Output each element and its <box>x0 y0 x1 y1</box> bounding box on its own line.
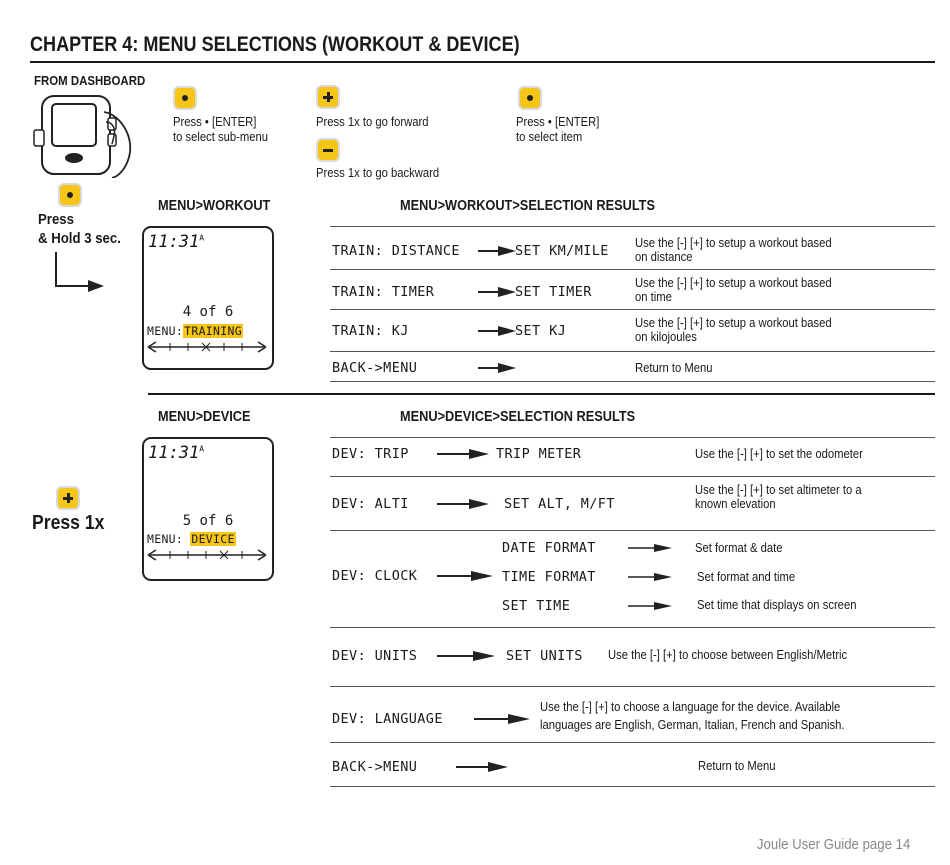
device-lcd: 11:31A 5 of 6 MENU: DEVICE <box>142 437 274 581</box>
train-timer-item: TRAIN: TIMER <box>332 284 435 300</box>
divider <box>330 269 935 270</box>
press-hold-line2: & Hold 3 sec. <box>38 230 121 247</box>
enter-button-icon <box>520 88 540 108</box>
note-line: on kilojoules <box>635 330 697 344</box>
divider <box>330 381 935 382</box>
device-results-heading: MENU>DEVICE>SELECTION RESULTS <box>400 409 636 425</box>
train-kj-result: SET KJ <box>515 323 567 339</box>
arrow-icon <box>437 449 489 459</box>
dev-trip-result: TRIP METER <box>496 446 582 462</box>
arrow-icon <box>628 573 672 581</box>
workout-heading: MENU>WORKOUT <box>158 198 271 214</box>
lcd-count: 5 of 6 <box>182 513 234 529</box>
from-dashboard-label: FROM DASHBOARD <box>34 73 146 88</box>
page-footer: Joule User Guide page 14 <box>756 836 910 853</box>
note-line: languages are English, German, Italian, … <box>540 718 845 732</box>
arrow-icon <box>474 714 530 724</box>
lcd-menu: MENU:TRAINING <box>147 324 243 338</box>
plus-button-icon <box>318 87 338 107</box>
note-line: on distance <box>635 250 693 264</box>
clock-sub-note: Set format and time <box>697 570 796 584</box>
step1-line2: to select sub-menu <box>173 130 269 144</box>
divider <box>330 476 935 477</box>
step3-line1: Press • [ENTER] <box>516 115 600 129</box>
divider <box>330 226 935 227</box>
divider <box>330 530 935 531</box>
note-line: Use the [-] [+] to set altimeter to a <box>695 483 862 497</box>
arrow-icon <box>478 287 516 297</box>
arrow-icon <box>478 246 516 256</box>
arrow-icon <box>478 326 516 336</box>
lcd-scale-icon <box>147 341 267 353</box>
note-line: Use the [-] [+] to setup a workout based <box>635 236 832 250</box>
clock-sub-label: SET TIME <box>502 598 571 614</box>
title-rule <box>30 61 935 63</box>
dev-alti-item: DEV: ALTI <box>332 496 409 512</box>
dev-trip-item: DEV: TRIP <box>332 446 409 462</box>
press-hold-line1: Press <box>38 211 74 228</box>
dev-units-item: DEV: UNITS <box>332 648 418 664</box>
divider <box>330 351 935 352</box>
device-back-note: Return to Menu <box>698 759 776 773</box>
plus-button-icon <box>58 488 78 508</box>
step3-line2: to select item <box>516 130 583 144</box>
dev-language-item: DEV: LANGUAGE <box>332 711 443 727</box>
divider <box>330 786 935 787</box>
enter-button-icon <box>60 185 80 205</box>
workout-back-note: Return to Menu <box>635 361 713 375</box>
train-distance-result: SET KM/MILE <box>515 243 609 259</box>
dev-alti-result: SET ALT, M/FT <box>504 496 615 512</box>
note-line: Use the [-] [+] to setup a workout based <box>635 316 832 330</box>
divider <box>330 627 935 628</box>
train-distance-item: TRAIN: DISTANCE <box>332 243 460 259</box>
lcd-count: 4 of 6 <box>182 304 234 320</box>
note-line: on time <box>635 290 672 304</box>
section-rule <box>148 393 935 395</box>
workout-results-heading: MENU>WORKOUT>SELECTION RESULTS <box>400 198 655 214</box>
dev-units-note: Use the [-] [+] to choose between Englis… <box>608 648 848 662</box>
arrow-icon <box>628 544 672 552</box>
note-line: known elevation <box>695 497 776 511</box>
train-timer-result: SET TIMER <box>515 284 592 300</box>
divider <box>330 686 935 687</box>
divider <box>330 742 935 743</box>
clock-sub-note: Set format & date <box>695 541 783 555</box>
device-illustration <box>33 95 131 178</box>
arrow-icon <box>628 602 672 610</box>
lcd-menu: MENU: DEVICE <box>147 532 236 546</box>
clock-sub-label: DATE FORMAT <box>502 540 596 556</box>
train-kj-item: TRAIN: KJ <box>332 323 409 339</box>
divider <box>330 309 935 310</box>
workout-lcd: 11:31A 4 of 6 MENU:TRAINING <box>142 226 274 370</box>
divider <box>330 437 935 438</box>
dev-clock-item: DEV: CLOCK <box>332 568 418 584</box>
press-1x-label: Press 1x <box>32 512 105 534</box>
arrow-icon <box>437 499 489 509</box>
step2-forward: Press 1x to go forward <box>316 115 429 129</box>
workout-back-item: BACK->MENU <box>332 360 418 376</box>
arrow-icon <box>437 651 495 661</box>
arrow-icon <box>456 762 508 772</box>
arrow-icon <box>437 571 493 581</box>
step1-line1: Press • [ENTER] <box>173 115 257 129</box>
page-title: CHAPTER 4: MENU SELECTIONS (WORKOUT & DE… <box>30 33 520 56</box>
arrow-icon <box>478 363 516 373</box>
enter-button-icon <box>175 88 195 108</box>
step2-backward: Press 1x to go backward <box>316 166 440 180</box>
hold-arrow-icon <box>55 252 104 292</box>
lcd-time: 11:31A <box>148 232 205 252</box>
lcd-time: 11:31A <box>148 443 205 463</box>
dev-trip-note: Use the [-] [+] to set the odometer <box>695 447 863 461</box>
device-back-item: BACK->MENU <box>332 759 418 775</box>
note-line: Use the [-] [+] to choose a language for… <box>540 700 841 714</box>
dev-units-result: SET UNITS <box>506 648 583 664</box>
clock-sub-label: TIME FORMAT <box>502 569 596 585</box>
minus-button-icon <box>318 140 338 160</box>
device-heading: MENU>DEVICE <box>158 409 251 425</box>
lcd-scale-icon <box>147 549 267 561</box>
note-line: Use the [-] [+] to setup a workout based <box>635 276 832 290</box>
clock-sub-note: Set time that displays on screen <box>697 598 857 612</box>
